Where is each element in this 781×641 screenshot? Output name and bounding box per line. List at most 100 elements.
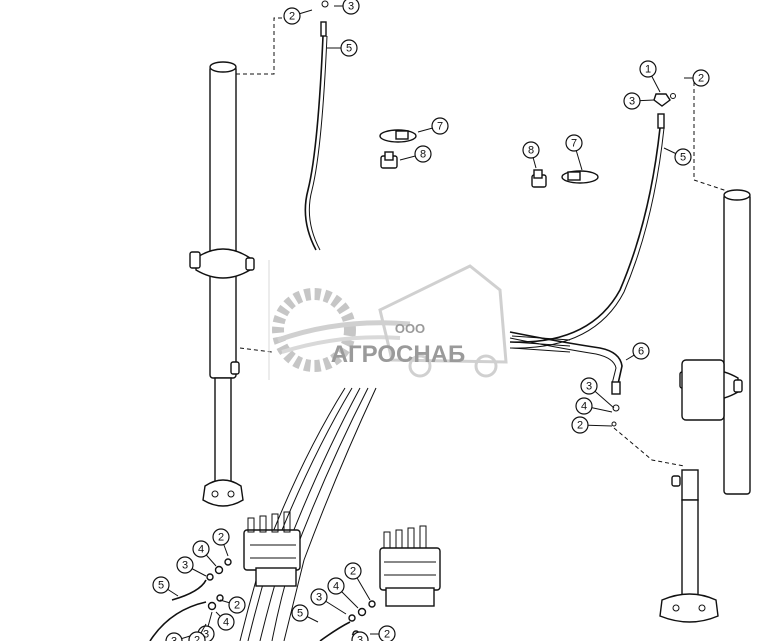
callout-3: 7 — [417, 117, 449, 135]
callout-bubble — [632, 342, 650, 360]
callout-bubble — [291, 604, 309, 622]
callout-18: 5 — [152, 576, 179, 597]
left-hose-upper — [304, 0, 329, 251]
callout-number: 8 — [420, 149, 426, 161]
callout-bubble — [522, 141, 540, 159]
callout-7: 1 — [639, 60, 661, 93]
callout-bubble — [414, 145, 432, 163]
callout-number: 7 — [571, 138, 577, 150]
callout-13: 4 — [575, 397, 613, 415]
callout-2: 5 — [327, 39, 358, 57]
callout-number: 4 — [198, 544, 204, 556]
watermark-company-name: АГРОСНАБ — [331, 341, 466, 368]
callout-number: 3 — [182, 560, 188, 572]
callout-number: 4 — [581, 401, 587, 413]
callout-number: 5 — [346, 43, 352, 55]
callout-layer: 235788712356342243523425342323 — [152, 0, 710, 641]
callout-15: 2 — [212, 528, 230, 557]
callout-5: 8 — [522, 141, 540, 169]
callout-number: 4 — [333, 581, 339, 593]
callout-bubble — [565, 134, 583, 152]
callout-11: 6 — [625, 342, 650, 361]
callout-bubble — [342, 0, 360, 15]
callout-bubble — [217, 613, 235, 631]
callout-8: 2 — [684, 69, 710, 87]
callout-bubble — [228, 596, 246, 614]
callout-bubble — [351, 631, 369, 641]
callout-9: 3 — [623, 92, 655, 110]
callout-1: 3 — [334, 0, 360, 15]
callout-bubble — [212, 528, 230, 546]
callout-21: 4 — [215, 611, 235, 631]
callout-number: 2 — [384, 629, 390, 641]
callout-bubble — [310, 588, 328, 606]
callout-10: 5 — [663, 147, 692, 166]
right-fitting-assembly — [653, 93, 676, 129]
callout-bubble — [571, 416, 589, 434]
callout-0: 2 — [283, 7, 313, 25]
control-valve-right — [379, 525, 441, 607]
callout-number: 2 — [577, 420, 583, 432]
callout-number: 3 — [586, 381, 592, 393]
callout-bubble — [165, 632, 183, 641]
left-hydraulic-cylinder — [189, 61, 255, 507]
callout-bubble — [192, 540, 210, 558]
callout-number: 8 — [528, 145, 534, 157]
callout-27: 3 — [351, 631, 369, 641]
callout-24: 3 — [310, 588, 347, 615]
callout-bubble — [344, 562, 362, 580]
right-hydraulic-cylinder — [659, 189, 751, 623]
callout-26: 2 — [370, 625, 396, 641]
callout-bubble — [283, 7, 301, 25]
hose-clamp-right — [561, 170, 599, 184]
callout-number: 3 — [203, 629, 209, 641]
clip-left — [380, 151, 398, 169]
callout-17: 3 — [176, 556, 207, 577]
callout-12: 3 — [580, 377, 615, 409]
callout-28: 2 — [188, 623, 207, 641]
callout-14: 2 — [571, 416, 613, 434]
callout-bubble — [152, 576, 170, 594]
callout-bubble — [378, 625, 396, 641]
watermark-company-prefix: ООО — [395, 321, 425, 336]
fitting-left-lower — [149, 558, 232, 641]
callout-16: 4 — [192, 540, 217, 567]
hose-clamp-left — [379, 129, 417, 143]
callout-bubble — [340, 39, 358, 57]
callout-bubble — [674, 148, 692, 166]
callout-25: 4 — [327, 577, 359, 609]
right-hose — [509, 127, 665, 349]
callout-22: 2 — [344, 562, 371, 601]
callout-4: 8 — [399, 145, 432, 163]
control-valve-left — [243, 511, 301, 587]
callout-number: 2 — [218, 532, 224, 544]
callout-bubble — [327, 577, 345, 595]
callout-bubble — [431, 117, 449, 135]
callout-bubble — [623, 92, 641, 110]
callout-number: 2 — [234, 600, 240, 612]
callout-number: 5 — [158, 580, 164, 592]
callout-number: 5 — [680, 152, 686, 164]
callout-bubble — [188, 631, 206, 641]
callout-bubble — [176, 556, 194, 574]
callout-bubble — [575, 397, 593, 415]
clip-right — [531, 169, 547, 188]
callout-number: 2 — [698, 73, 704, 85]
callout-number: 3 — [629, 96, 635, 108]
callout-number: 1 — [645, 64, 651, 76]
callout-number: 6 — [638, 346, 644, 358]
callout-number: 3 — [357, 635, 363, 641]
callout-number: 2 — [194, 635, 200, 641]
callout-29: 3 — [165, 632, 191, 641]
callout-19: 2 — [219, 596, 246, 614]
callout-number: 2 — [289, 11, 295, 23]
callout-6: 7 — [565, 134, 583, 171]
callout-number: 3 — [316, 592, 322, 604]
callout-number: 7 — [437, 121, 443, 133]
callout-bubble — [692, 69, 710, 87]
callout-23: 5 — [291, 604, 319, 623]
callout-number: 3 — [348, 1, 354, 13]
callout-number: 3 — [171, 636, 177, 641]
